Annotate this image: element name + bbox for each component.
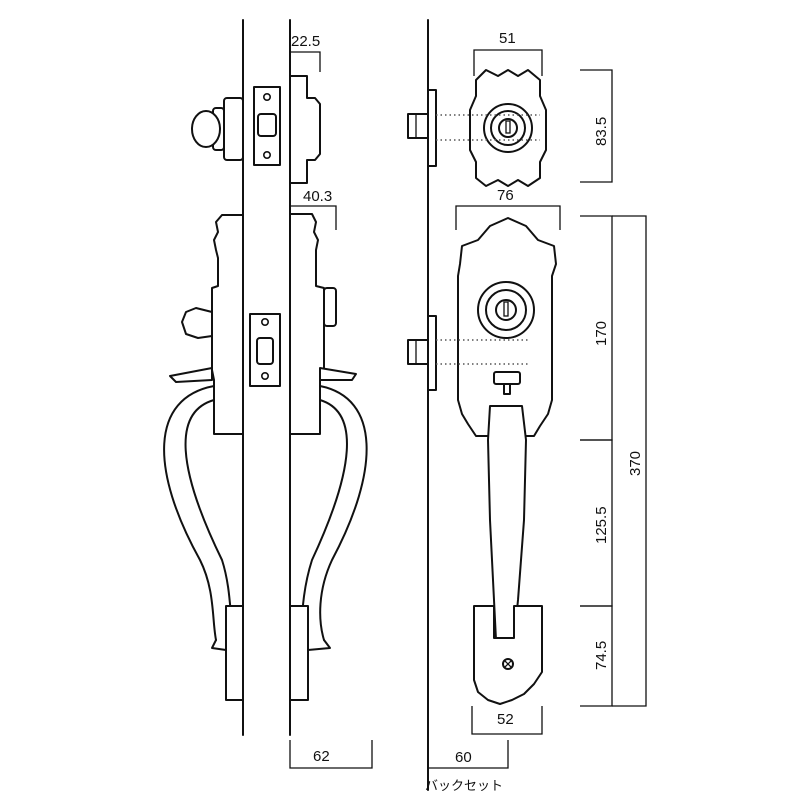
dim-line-62 <box>289 740 373 769</box>
front-deadbolt <box>436 69 547 187</box>
side-handleset <box>169 213 357 435</box>
outer-handle-outer-curve <box>319 385 368 641</box>
dim-line-52 <box>471 706 543 735</box>
front-dimension-52: 52 <box>471 706 543 735</box>
inner-handle-inner-curve <box>184 399 233 626</box>
dim-line-40-3 <box>289 205 337 230</box>
front-view: 51 83.5 76 170 125.5 74.5 370 52 <box>407 19 647 794</box>
dim-line-76 <box>455 205 561 230</box>
side-deadbolt <box>191 75 321 184</box>
outer-handle-inner-curve <box>301 399 348 626</box>
front-dimension-74-5: 74.5 <box>580 605 613 707</box>
front-dimension-170: 170 <box>580 215 613 441</box>
outer-thumb-piece <box>323 287 337 327</box>
lower-escutcheon <box>473 605 543 705</box>
dim-label-62: 62 <box>313 748 330 765</box>
deadbolt-exterior-rose <box>289 75 321 184</box>
front-dimension-51: 51 <box>473 30 543 76</box>
dim-line-backset <box>428 740 509 769</box>
dim-label-60: 60 <box>455 749 472 766</box>
dim-line-22-5 <box>289 51 321 72</box>
inner-bottom-base <box>225 605 244 701</box>
inner-lever-plate <box>169 367 213 383</box>
deadbolt-screw-bottom <box>262 151 271 160</box>
latch-screw-top <box>260 317 269 326</box>
inner-escutcheon <box>211 214 244 435</box>
side-view: 22.5 40.3 62 <box>163 19 373 769</box>
latch-bolt <box>407 339 429 365</box>
latch-slot <box>256 337 274 365</box>
thumb-lever <box>181 307 213 339</box>
front-dimension-370: 370 <box>612 215 647 707</box>
dim-label-22-5: 22.5 <box>291 33 320 50</box>
deadbolt-cylinder-plug <box>498 118 518 138</box>
dim-label-370: 370 <box>627 451 644 476</box>
side-dimension-62: 62 <box>289 740 373 769</box>
thumb-latch-button <box>493 371 521 385</box>
inner-handle-outer-curve <box>163 385 217 641</box>
outer-bottom-base <box>289 605 309 701</box>
latch-edge-plate <box>427 315 437 391</box>
deadbolt-latch-slot <box>257 113 277 137</box>
side-grip-handle <box>163 385 368 701</box>
lower-screw-slot-b <box>503 659 513 669</box>
dim-label-83-5: 83.5 <box>593 117 610 146</box>
deadbolt-keyway <box>505 120 511 134</box>
thumb-latch-stem <box>503 383 511 395</box>
dim-line-51 <box>473 49 543 76</box>
dim-line-83-5 <box>580 69 613 183</box>
dim-label-125-5: 125.5 <box>593 506 610 544</box>
handleset-cylinder-plug <box>495 299 517 321</box>
dim-label-40-3: 40.3 <box>303 188 332 205</box>
dim-line-370 <box>612 215 647 707</box>
front-handleset <box>436 217 557 437</box>
inner-bottom-tip <box>211 639 227 651</box>
side-dimension-22-5: 22.5 <box>289 33 321 72</box>
latch-screw-bottom <box>260 371 269 380</box>
deadbolt-edge-plate <box>427 89 437 167</box>
front-grip-handle <box>487 405 527 641</box>
dim-label-76: 76 <box>497 187 514 204</box>
front-dimension-83-5: 83.5 <box>580 69 613 183</box>
dim-label-51: 51 <box>499 30 516 47</box>
deadbolt-rose-outer <box>223 97 244 161</box>
deadbolt-bolt <box>407 113 429 139</box>
thumbturn-knob <box>191 110 221 148</box>
dim-label-52: 52 <box>497 711 514 728</box>
deadbolt-screw-top <box>262 93 271 102</box>
front-dimension-125-5: 125.5 <box>580 439 613 607</box>
dim-label-170: 170 <box>593 321 610 346</box>
outer-lever-plate <box>319 367 357 381</box>
front-dimension-76: 76 <box>455 187 561 230</box>
backset-caption: バックセット <box>425 779 503 794</box>
front-dimension-backset: 60 バックセット <box>425 740 509 794</box>
dim-label-74-5: 74.5 <box>593 641 610 670</box>
outer-bottom-tip <box>307 639 331 651</box>
dim-line-74-5 <box>580 605 613 707</box>
side-dimension-40-3: 40.3 <box>289 188 337 230</box>
handleset-keyway <box>503 301 509 317</box>
outer-escutcheon <box>289 213 325 435</box>
